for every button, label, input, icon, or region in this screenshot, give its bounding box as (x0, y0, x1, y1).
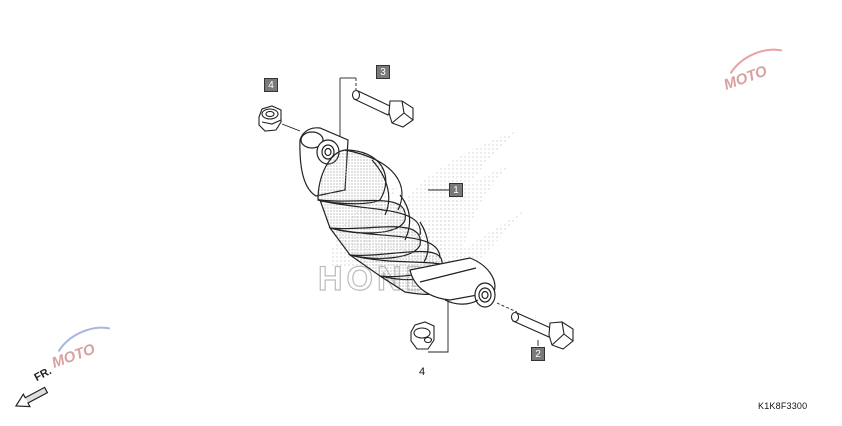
svg-text:MOTO: MOTO (722, 62, 770, 93)
leader-line-4-top (281, 123, 301, 132)
label-4-plain: 4 (419, 366, 426, 378)
callout-4: 4 (264, 78, 278, 92)
moto-watermark-bottom: MOTO (50, 326, 111, 372)
front-direction-arrow (14, 386, 49, 408)
lower-mounting-bolt (510, 311, 574, 350)
upper-nut (258, 105, 282, 132)
callout-1: 1 (449, 183, 463, 197)
callout-3: 3 (376, 65, 390, 79)
callout-2: 2 (531, 347, 545, 361)
svg-text:MOTO: MOTO (50, 340, 98, 371)
rear-shock-absorber (299, 127, 496, 308)
diagram-code: K1K8F3300 (758, 401, 808, 411)
leader-line-4-bottom (428, 300, 449, 353)
upper-mounting-bolt (351, 89, 414, 128)
lower-nut (410, 321, 435, 350)
moto-watermark-top: MOTO (722, 48, 783, 94)
